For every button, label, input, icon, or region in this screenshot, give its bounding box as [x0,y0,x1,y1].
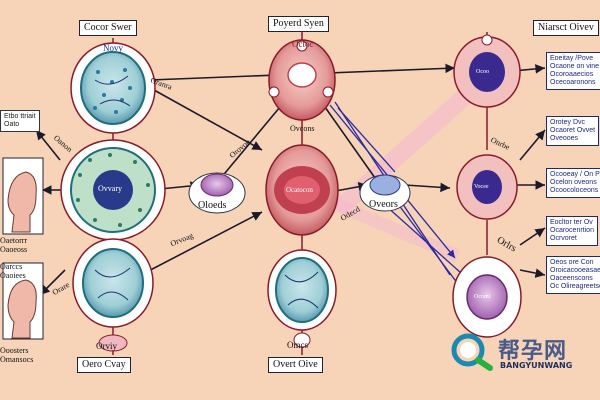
info-line: Oaceenscons [550,275,593,282]
info-line: Ocrvoret [550,235,577,242]
box-top-center: Poyerd Syen [268,16,329,32]
highlight-band [328,195,460,262]
info-line: Ocooeay / On Pe [550,171,600,178]
info-line: Ocaoret Ovvet [550,127,596,134]
watermark-logo [451,333,493,371]
info-line: Orotey Dvc [550,119,586,126]
info-line: Oc Olireagreetse [550,283,600,290]
info-box-3: Ocooeay / On Pe Ocelon oveons Ocoocoloce… [546,168,600,198]
left-text-line: Ooosters [0,346,29,355]
left-text-lower: Oarccs Oaoiees [0,262,26,280]
cell-center [265,144,339,236]
label-right-bottom: Ocrant [474,294,491,300]
annotation: Omcs [287,340,308,350]
label-left-cell-mid: Ovvary [98,184,122,193]
info-line: Ocecoaronons [550,79,596,86]
left-text-top: Etbo ttriait Oato [0,110,40,132]
small-oval-left [188,172,246,214]
label-center-top-cell: Octoc [292,39,314,49]
info-box-1: Eoeitay /Pove Ocaone on vine Ocoroaaecio… [546,52,600,90]
label-left-cell-top: Novy [103,43,123,53]
info-box-4: Eocltor ter Ov Ocarocenrtion Ocrvoret [546,216,598,246]
watermark-text: 帮孕网 [498,339,568,364]
info-line: Oeos ore Con [550,259,594,266]
cell-lower-right [452,256,522,338]
label-small-mid: Oveors [369,199,398,210]
info-box-2: Orotey Dvc Ocaoret Ovvet Oveooes [546,116,600,146]
left-text-line: Oaetorrr [0,236,28,245]
cell-top-left [70,42,156,134]
left-text-line: Oarccs [0,262,23,271]
info-line: Ocoroaaecios [550,71,594,78]
cell-top-center [268,39,336,121]
info-line: Oveooes [550,135,579,142]
cell-lower-center [267,249,337,331]
box-top-right: Niarsct Oivev [533,20,599,36]
info-line: Ocoocoloceons [550,187,599,194]
box-bottom-left: Oero Cvay [77,357,131,373]
label-small-left: Oloeds [198,200,227,211]
bud-bottom-center [293,332,311,348]
box-top-left: Cocor Swer [79,20,137,36]
info-line: Ocelon oveons [550,179,597,186]
info-box-5: Oeos ore Con Oroicacooeasaeot Oaceenscon… [546,256,600,294]
left-text-mid: Oaetorrr Oaoeoss [0,236,27,254]
label-center-oval: Ocatocon [286,186,313,194]
left-text-line: Oaoeoss [0,245,28,254]
info-line: Oroicacooeasaeot [550,267,600,274]
cell-lower-left [72,238,154,328]
head-figure-bottom [2,262,44,340]
watermark-subtext: BANGYUNWANG [500,361,573,370]
box-bottom-center: Overt Oive [268,357,323,373]
label-right-top: Ocoo [476,69,489,75]
annotation: Ovcons [290,124,315,133]
left-text-line: Oato [4,121,20,128]
cell-top-right [453,34,521,108]
small-oval-right [359,174,411,212]
bud-bottom-left [98,334,128,352]
head-figure-top [2,157,44,235]
left-text-line: Etbo ttriait [4,113,36,120]
info-line: Ocaone on vine [550,63,600,70]
label-right-mid: Vocee [474,184,489,190]
info-line: Ocarocenrtion [550,227,594,234]
cell-mid-left [60,139,166,241]
info-line: Eoeitay /Pove [550,55,594,62]
info-line: Eocltor ter Ov [550,219,593,226]
left-text-line: Omansocs [0,355,34,364]
cell-mid-right [456,154,518,220]
left-text-line: Oaoiees [0,271,26,280]
left-text-bottom: Ooosters Omansocs [0,346,33,364]
label-left-cell-bottom: Orviy [96,341,117,351]
